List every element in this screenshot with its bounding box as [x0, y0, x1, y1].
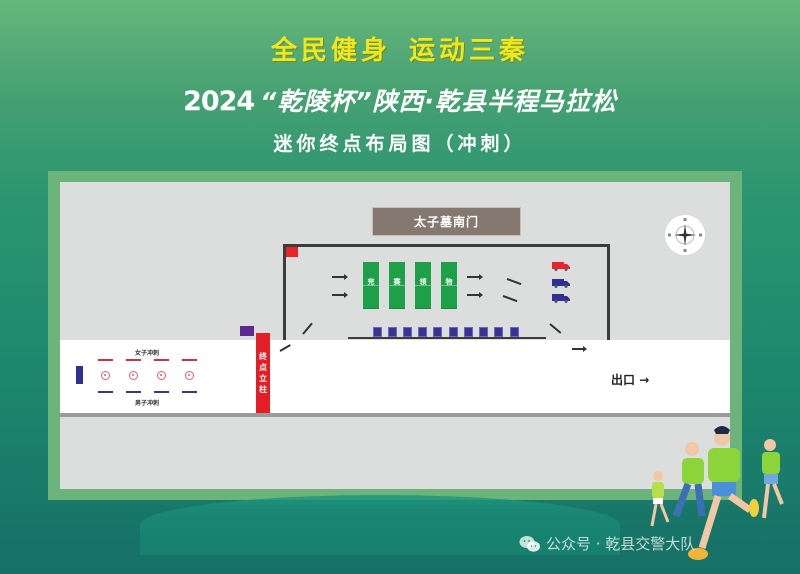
- event-title: 2024“乾陵杯”陕西·乾县半程马拉松: [0, 82, 800, 118]
- timing-mat-icon: [101, 371, 110, 380]
- slogan-part-1: 全民健身: [270, 36, 391, 66]
- finisher-tent: 完: [363, 262, 379, 309]
- exit-arrow-icon: →: [639, 373, 650, 387]
- timing-mat-icon: [185, 371, 194, 380]
- service-booth: [388, 327, 397, 337]
- men-lane-marker: [154, 391, 169, 393]
- pillar-char: 立: [259, 374, 267, 383]
- flow-arrow-icon: [332, 292, 348, 298]
- enclosure-wall-left: [283, 244, 286, 340]
- tent-label: 赛: [393, 278, 401, 286]
- service-booth: [449, 327, 458, 337]
- men-lane-marker: [126, 391, 141, 393]
- service-booth: [510, 327, 519, 337]
- flow-arrow-icon: [467, 274, 483, 280]
- timing-sign: [240, 326, 254, 336]
- women-lane-marker: [154, 359, 169, 361]
- service-booth: [433, 327, 442, 337]
- red-marker-sign: [286, 247, 298, 257]
- women-lane-marker: [98, 359, 113, 361]
- men-lane-marker: [98, 391, 113, 393]
- finisher-tent: 领: [415, 262, 431, 309]
- layout-subtitle: 迷你终点布局图（冲刺）: [273, 133, 527, 155]
- start-sign: [76, 366, 83, 384]
- booth-baseline: [348, 337, 546, 339]
- exit-text: 出口: [611, 373, 636, 387]
- exit-label: 出口 →: [611, 371, 649, 388]
- service-booth: [373, 327, 382, 337]
- service-booth: [494, 327, 503, 337]
- flow-arrow-icon: [332, 274, 348, 280]
- men-lane-marker: [182, 391, 197, 393]
- service-booth: [403, 327, 412, 337]
- runners-illustration: [650, 426, 784, 560]
- ambulance-van-icon: [552, 262, 570, 271]
- pillar-char: 柱: [259, 385, 267, 394]
- pillar-char: 终: [259, 352, 267, 361]
- tent-label: 完: [367, 278, 375, 286]
- women-lane-marker: [126, 359, 141, 361]
- wechat-icon: [519, 535, 540, 552]
- gate-label: 太子墓南门: [372, 207, 521, 236]
- tent-label: 物: [445, 278, 453, 286]
- flow-arrow-icon: [572, 346, 587, 352]
- service-booth: [418, 327, 427, 337]
- women-lane-marker: [182, 359, 197, 361]
- timing-mat-icon: [129, 371, 138, 380]
- event-year: 2024: [183, 86, 255, 117]
- watermark-text: 公众号 · 乾县交警大队: [546, 535, 696, 553]
- service-van-icon: [552, 279, 570, 288]
- flow-arrow-icon: [467, 292, 483, 298]
- service-van-icon: [552, 294, 570, 303]
- men-sprint-label: 男子冲刺: [135, 400, 160, 407]
- tent-label: 领: [419, 278, 427, 286]
- finish-road: [60, 340, 730, 413]
- enclosure-wall-top: [283, 244, 610, 247]
- slogan: 全民健身运动三秦: [0, 30, 800, 67]
- finish-pillar: 终 点 立 柱: [256, 333, 270, 413]
- event-name: “乾陵杯”陕西·乾县半程马拉松: [260, 87, 617, 116]
- watermark: 公众号 · 乾县交警大队: [519, 533, 695, 554]
- service-booth: [464, 327, 473, 337]
- women-sprint-label: 女子冲刺: [135, 350, 160, 357]
- finisher-tent: 物: [441, 262, 457, 309]
- slogan-part-2: 运动三秦: [409, 36, 530, 66]
- compass-rose-icon: [665, 215, 705, 255]
- road-curb: [60, 413, 730, 417]
- enclosure-wall-right: [607, 244, 610, 340]
- pillar-char: 点: [259, 363, 267, 372]
- service-booth: [479, 327, 488, 337]
- finisher-tent: 赛: [389, 262, 405, 309]
- timing-mat-icon: [157, 371, 166, 380]
